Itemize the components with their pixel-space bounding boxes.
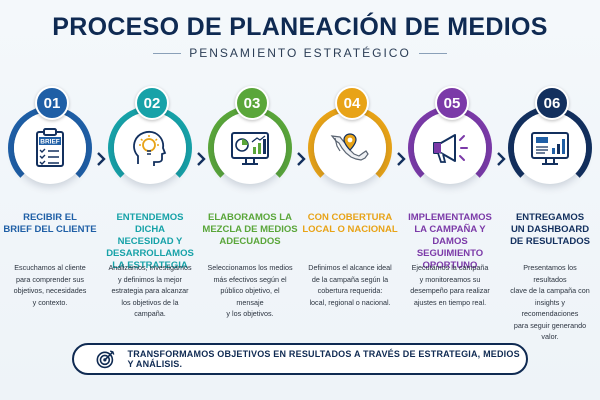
step-6: 06 ENTREGAMOS UN DASHBOARD DE RESULTADOS… xyxy=(500,82,600,341)
chevron-right-icon xyxy=(97,152,106,166)
step-5-description: Ejecutamos la campaña y monitoreamos su … xyxy=(410,263,490,307)
summary-banner: TRANSFORMAMOS OBJETIVOS EN RESULTADOS A … xyxy=(72,343,528,375)
lightbulb-head-icon xyxy=(133,130,167,166)
step-1-description: Escuchamos al cliente para comprender su… xyxy=(13,263,87,307)
step-4-title: CON COBERTURA LOCAL O NACIONAL xyxy=(302,212,398,235)
mexico-map-icon xyxy=(330,133,369,161)
page-subtitle: PENSAMIENTO ESTRATÉGICO xyxy=(189,46,411,60)
step-3-title: ELABORAMOS LA MEZCLA DE MEDIOS ADECUADOS xyxy=(202,212,298,247)
step-2-number: 02 xyxy=(135,86,169,120)
step-3-number: 03 xyxy=(235,86,269,120)
step-1-title: RECIBIR EL BRIEF DEL CLIENTE xyxy=(3,212,97,235)
step-2-title: ENTENDEMOS DICHA NECESIDAD Y DESARROLLAM… xyxy=(106,212,194,271)
brief-clipboard-icon: BRIEF xyxy=(36,128,64,167)
target-icon xyxy=(96,350,115,369)
step-4: 04 CON COBERTURA LOCAL O NACIONAL Defini… xyxy=(300,82,400,332)
page-title: PROCESO DE PLANEACIÓN DE MEDIOS xyxy=(52,13,548,41)
step-2-description: Analizamos, investigamos y definimos la … xyxy=(108,263,192,318)
step-3-description: Seleccionamos los medios más efectivos s… xyxy=(207,263,293,318)
brief-label: BRIEF xyxy=(40,139,60,146)
step-5: 05 IMPLEMENTAMOS LA CAMPAÑA Y DAMOS SEGU… xyxy=(400,82,500,332)
chevron-right-icon xyxy=(297,152,306,166)
subtitle-row: PENSAMIENTO ESTRATÉGICO xyxy=(0,46,600,60)
step-5-number: 05 xyxy=(435,86,469,120)
chevron-right-icon xyxy=(497,152,506,166)
step-1-number: 01 xyxy=(35,86,69,120)
step-5-title: IMPLEMENTAMOS LA CAMPAÑA Y DAMOS SEGUIMI… xyxy=(408,212,492,271)
step-2-icon-circle xyxy=(114,112,186,184)
step-6-number: 06 xyxy=(535,86,569,120)
step-1-icon-circle: BRIEF xyxy=(14,112,86,184)
step-6-description: Presentamos los resultados clave de la c… xyxy=(510,263,590,341)
chevron-right-icon xyxy=(397,152,406,166)
dashboard-monitor-icon xyxy=(531,132,569,165)
step-4-number: 04 xyxy=(335,86,369,120)
step-4-icon-circle xyxy=(314,112,386,184)
process-steps: 01 BRIEF RECIBIR EL BRIEF DEL CLIENTE Es… xyxy=(0,82,600,341)
step-3: 03 ELABORAMOS LA MEZCLA DE MEDIOS ADECUA… xyxy=(200,82,300,332)
step-1: 01 BRIEF RECIBIR EL BRIEF DEL CLIENTE Es… xyxy=(0,82,100,332)
step-2: 02 ENTENDEMOS DICHA NECESIDAD Y DESARROL… xyxy=(100,82,200,332)
step-6-title: ENTREGAMOS UN DASHBOARD DE RESULTADOS xyxy=(510,212,590,247)
step-4-description: Definimos el alcance ideal de la campaña… xyxy=(308,263,392,307)
step-5-icon-circle xyxy=(414,112,486,184)
subtitle-divider-left xyxy=(153,52,182,54)
step-6-icon-circle xyxy=(514,112,586,184)
summary-text: TRANSFORMAMOS OBJETIVOS EN RESULTADOS A … xyxy=(127,349,520,369)
megaphone-icon xyxy=(433,134,468,163)
subtitle-divider-right xyxy=(418,52,447,54)
step-3-icon-circle xyxy=(214,112,286,184)
media-mix-chart-icon xyxy=(231,132,269,165)
chevron-right-icon xyxy=(197,152,206,166)
